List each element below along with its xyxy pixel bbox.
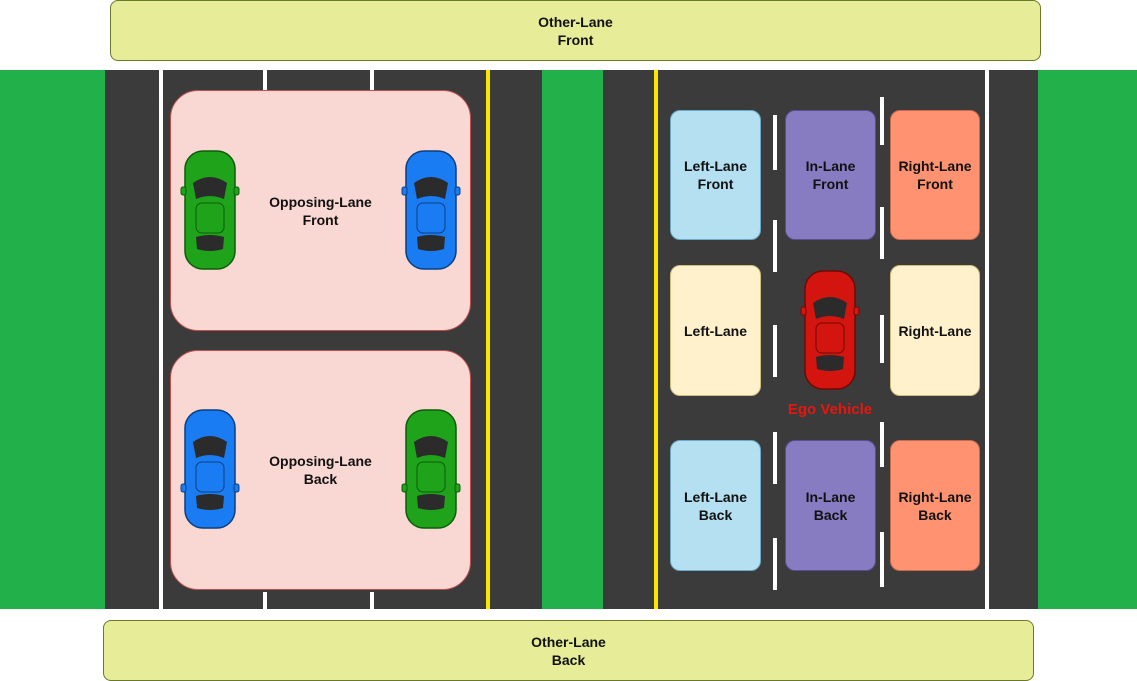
- ego-car-icon: [800, 270, 860, 390]
- lane-dash: [880, 532, 884, 587]
- lane-dash: [370, 70, 374, 90]
- blue-car-icon: [401, 150, 461, 270]
- lane-dash: [773, 325, 777, 377]
- other-lane-front-banner: Other-Lane Front: [110, 0, 1041, 61]
- right-lane-back-zone: Right-Lane Back: [890, 440, 980, 571]
- ego-vehicle-label: Ego Vehicle: [787, 401, 873, 418]
- in-lane-front-zone: In-Lane Front: [785, 110, 876, 240]
- lane-dash: [880, 315, 884, 363]
- right-lane-zone: Right-Lane: [890, 265, 980, 396]
- median-strip: [542, 70, 603, 609]
- lane-dash: [263, 592, 267, 609]
- left-lane-front-zone: Left-Lane Front: [670, 110, 761, 240]
- lane-dash: [370, 592, 374, 609]
- in-lane-back-zone: In-Lane Back: [785, 440, 876, 571]
- left-lane-back-zone: Left-Lane Back: [670, 440, 761, 571]
- lane-dash: [880, 97, 884, 145]
- lane-dash: [773, 220, 777, 272]
- green-car-icon: [180, 150, 240, 270]
- left-lane-zone: Left-Lane: [670, 265, 761, 396]
- center-line: [486, 70, 490, 609]
- center-line: [654, 70, 658, 609]
- lane-edge-line: [159, 70, 163, 609]
- blue-car-icon: [180, 409, 240, 529]
- other-lane-back-banner: Other-Lane Back: [103, 620, 1034, 681]
- lane-dash: [880, 207, 884, 259]
- lane-dash: [773, 538, 777, 590]
- lane-dash: [880, 422, 884, 467]
- right-lane-front-zone: Right-Lane Front: [890, 110, 980, 240]
- lane-edge-line: [985, 70, 989, 609]
- lane-dash: [773, 432, 777, 484]
- green-car-icon: [401, 409, 461, 529]
- lane-dash: [773, 115, 777, 170]
- lane-dash: [263, 70, 267, 90]
